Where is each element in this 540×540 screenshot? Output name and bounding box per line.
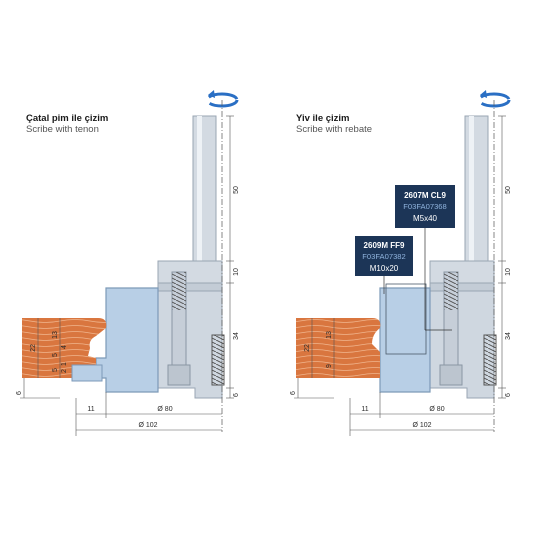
left-dims-left: 22 13 5 4 1 2 5 6 [16, 318, 68, 399]
dim-shank: 50 [505, 186, 512, 194]
label-upper-code: F03FA07368 [403, 202, 447, 211]
dim-collar: 10 [505, 268, 512, 276]
part-label-upper: 2607M CL9 F03FA07368 M5x40 [395, 185, 455, 228]
dim-1: 1 [61, 362, 68, 366]
label-upper-model: 2607M CL9 [404, 191, 446, 200]
left-panel: Çatal pim ile çizim Scribe with tenon [16, 90, 240, 436]
dim-radial: 11 [361, 406, 368, 413]
label-lower-model: 2609M FF9 [364, 241, 405, 250]
dim-5: 5 [52, 353, 59, 357]
spindle-collar [429, 260, 495, 284]
spindle-shank [464, 115, 489, 262]
right-subtitle: Scribe with rebate [296, 124, 372, 135]
label-lower-size: M10x20 [370, 264, 399, 273]
dim-9: 9 [326, 364, 333, 368]
label-upper-size: M5x40 [413, 214, 438, 223]
dim-2: 2 [61, 369, 68, 373]
part-label-lower: 2609M FF9 F03FA07382 M10x20 [355, 236, 413, 276]
dim-wood-total: 22 [30, 344, 37, 352]
left-dims-right: 50 10 34 6 [226, 115, 240, 399]
dim-wood-total: 22 [304, 344, 311, 352]
side-screw [211, 334, 225, 386]
dim-dia-total: Ø 102 [138, 422, 157, 429]
dim-offset: 6 [16, 391, 23, 395]
dim-shank: 50 [233, 186, 240, 194]
dim-radial: 11 [87, 406, 94, 413]
right-dims-left: 22 13 9 6 [290, 318, 335, 399]
dim-dia-total: Ø 102 [412, 422, 431, 429]
dim-bottom: 6 [505, 393, 512, 397]
cutter-knife [379, 287, 431, 393]
dim-dia-cutter: Ø 80 [157, 406, 172, 413]
right-panel: Yiv ile çizim Scribe with rebate 2607M [290, 90, 512, 436]
dim-body: 34 [505, 332, 512, 340]
left-dims-bottom: 11 Ø 80 Ø 102 [75, 392, 222, 436]
dim-13: 13 [326, 331, 333, 339]
cutter-knife [95, 287, 159, 393]
left-subtitle: Scribe with tenon [26, 124, 99, 135]
dim-bottom: 6 [233, 393, 240, 397]
spindle-shank [192, 115, 217, 262]
spindle-collar [157, 260, 223, 284]
dim-dia-cutter: Ø 80 [429, 406, 444, 413]
left-title: Çatal pim ile çizim [26, 113, 108, 124]
dim-13: 13 [52, 331, 59, 339]
dim-body: 34 [233, 332, 240, 340]
label-lower-code: F03FA07382 [362, 252, 406, 261]
dim-4: 4 [61, 345, 68, 349]
dim-5b: 5 [52, 368, 59, 372]
dim-collar: 10 [233, 268, 240, 276]
right-dims-right: 50 10 34 6 [498, 115, 512, 399]
right-title: Yiv ile çizim [296, 113, 350, 124]
right-dims-bottom: 11 Ø 80 Ø 102 [349, 392, 494, 436]
side-screw [483, 334, 497, 386]
tenon-cutter [71, 364, 103, 382]
dim-offset: 6 [290, 391, 297, 395]
